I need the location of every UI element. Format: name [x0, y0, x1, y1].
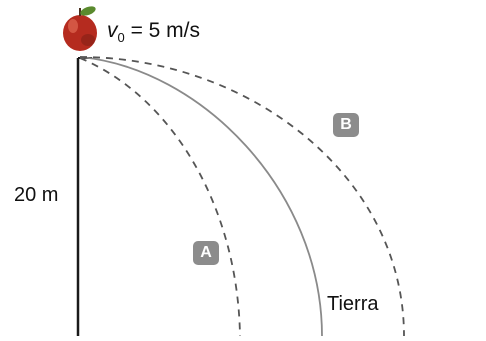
trajectory-earth [79, 56, 323, 337]
velocity-subscript: 0 [117, 30, 125, 45]
height-label: 20 m [14, 184, 59, 206]
initial-velocity-label: v0 = 5 m/s [107, 18, 200, 46]
velocity-value: = 5 m/s [124, 19, 201, 42]
velocity-symbol: v [107, 19, 118, 42]
trajectory-b-badge: B [333, 113, 359, 137]
trajectory-a-dashed [79, 57, 241, 337]
earth-trajectory-label: Tierra [327, 293, 379, 315]
trajectory-b-dashed [79, 56, 405, 337]
apple-icon [63, 6, 97, 51]
trajectory-a-badge: A [193, 241, 219, 265]
